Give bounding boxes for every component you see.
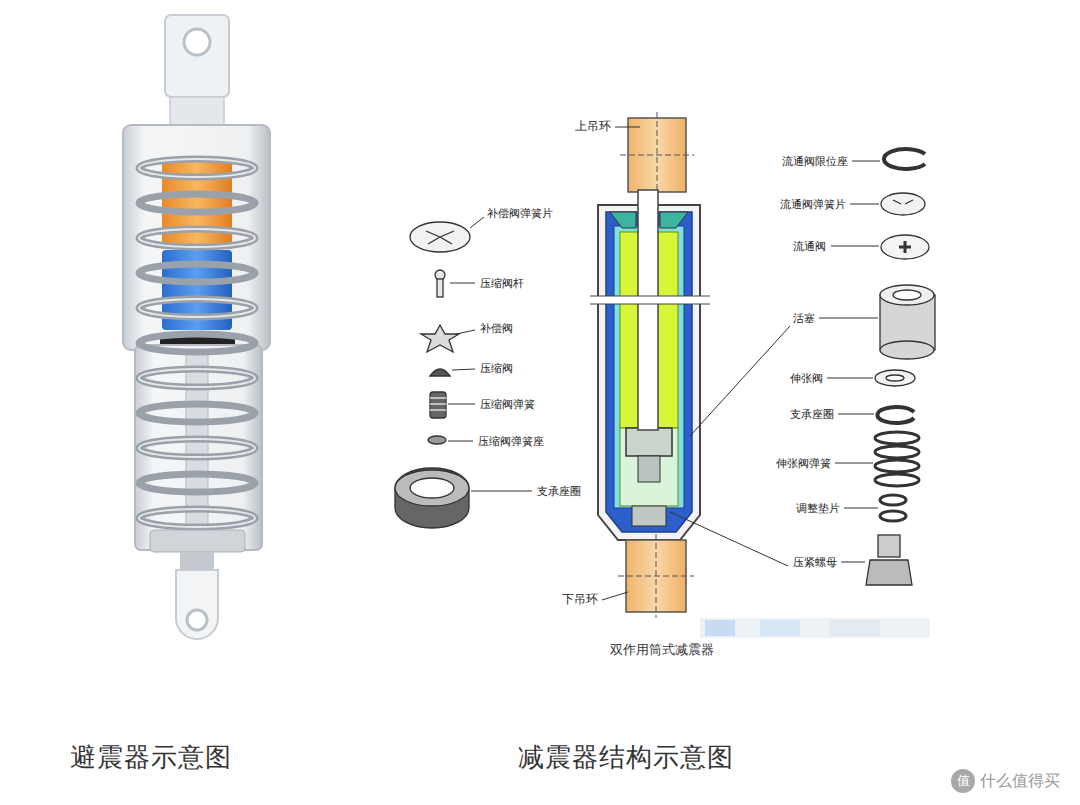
part-label: 流通阀限位座: [782, 155, 848, 168]
watermark-icon-text: 值: [957, 774, 970, 789]
part-label: 支承座圈: [790, 408, 834, 421]
shock-cutaway: [590, 112, 710, 618]
bottom-eye: [176, 570, 218, 639]
part-label: 伸张阀弹簧: [776, 457, 831, 470]
diagram-subtitle: 双作用筒式减震器: [610, 643, 714, 658]
part-label: 压缩阀弹簧: [480, 398, 535, 411]
caption-text: 避震器示意图: [70, 743, 232, 773]
coilover-illustration: [123, 15, 270, 639]
part-label: 补偿阀: [480, 322, 513, 335]
upper-cylinder: [123, 125, 270, 350]
part-label: 流通阀: [793, 240, 826, 253]
watermark: 什么值得买: [980, 772, 1060, 790]
top-eye: [165, 15, 229, 97]
part-label: 补偿阀弹簧片: [487, 207, 553, 220]
watermark-icon: [951, 769, 975, 793]
part-label: 压缩阀弹簧座: [478, 435, 544, 448]
blurred-band: [700, 618, 930, 638]
part-label: 支承座圈: [537, 485, 581, 498]
caption-text: 减震器结构示意图: [518, 743, 734, 773]
piston-rod: [638, 190, 658, 430]
lower-cylinder: [135, 345, 262, 550]
part-label: 压缩阀: [480, 362, 513, 375]
part-label: 压紧螺母: [793, 556, 837, 569]
coil-spring: [139, 159, 255, 527]
part-label: 下吊环: [562, 593, 598, 607]
part-icons-left: [395, 222, 470, 528]
part-label: 流通阀弹簧片: [780, 198, 846, 211]
leader-lines: [448, 127, 880, 600]
piston: [626, 428, 672, 456]
part-icons-right: [866, 149, 935, 585]
part-label: 压缩阀杆: [480, 277, 524, 290]
part-label: 上吊环: [575, 120, 611, 134]
part-label: 伸张阀: [790, 372, 823, 385]
part-label: 活塞: [793, 312, 815, 325]
part-label: 调整垫片: [796, 502, 840, 515]
